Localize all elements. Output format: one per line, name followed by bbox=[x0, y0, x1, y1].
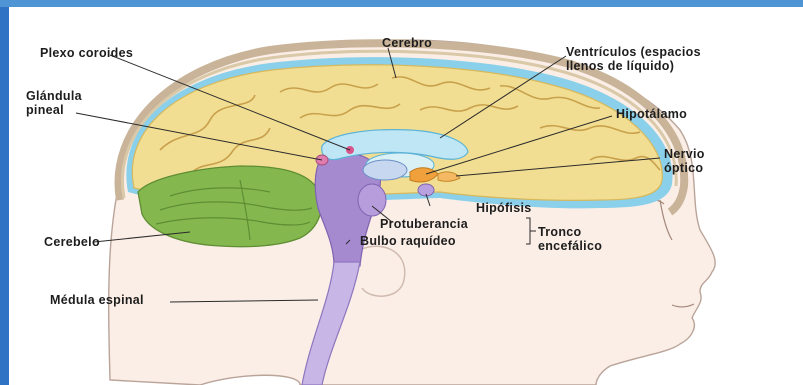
label-ventriculos-2: llenos de líquido) bbox=[566, 59, 674, 73]
label-ventriculos-1: Ventrículos (espacios bbox=[566, 45, 701, 59]
label-tronco-2: encefálico bbox=[538, 239, 602, 253]
label-plexo-coroides: Plexo coroides bbox=[40, 46, 133, 60]
top-bar bbox=[0, 0, 803, 7]
pons bbox=[358, 184, 386, 216]
label-nervio-1: Nervio bbox=[664, 147, 705, 161]
label-cerebro: Cerebro bbox=[382, 36, 432, 50]
label-medula: Médula espinal bbox=[50, 293, 144, 307]
label-nervio-2: óptico bbox=[664, 161, 703, 175]
left-bar bbox=[0, 7, 9, 385]
label-glandula-1: Glándula bbox=[26, 89, 83, 103]
label-bulbo: Bulbo raquídeo bbox=[360, 234, 456, 248]
label-hipotalamo: Hipotálamo bbox=[616, 107, 687, 121]
label-cerebelo: Cerebelo bbox=[44, 235, 100, 249]
label-protuberancia: Protuberancia bbox=[380, 217, 469, 231]
label-hipofisis: Hipófisis bbox=[476, 201, 531, 215]
thalamus bbox=[363, 160, 407, 180]
label-glandula-2: pineal bbox=[26, 103, 64, 117]
label-tronco-1: Tronco bbox=[538, 225, 582, 239]
